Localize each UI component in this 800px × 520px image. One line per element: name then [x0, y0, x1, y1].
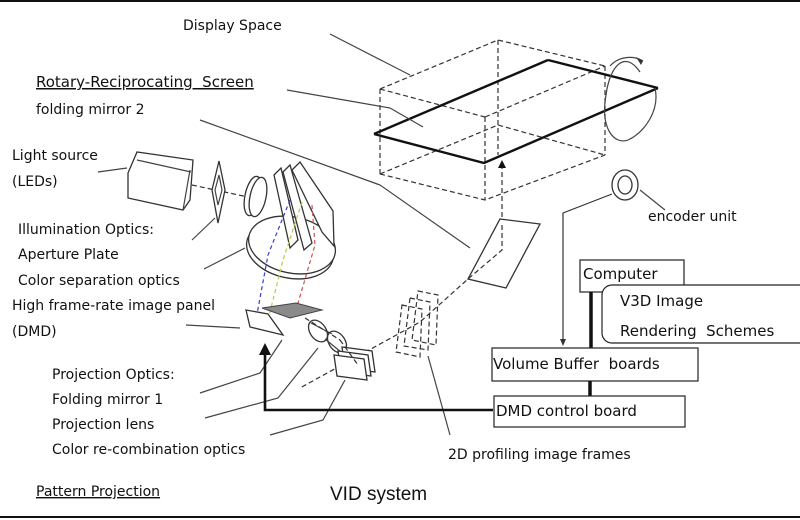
- label-projection-lens: Projection lens: [52, 417, 154, 433]
- label-v3d-image: V3D Image: [620, 292, 703, 310]
- label-computer: Computer: [583, 265, 658, 283]
- leader-dmd: [185, 324, 241, 329]
- encoder-unit-icon: [611, 169, 639, 201]
- label-aperture-plate: Aperture Plate: [18, 247, 119, 263]
- label-volume-buffer: Volume Buffer boards: [493, 355, 660, 373]
- volume-buffer-block: [491, 347, 699, 382]
- encoder-signal-line: [562, 193, 613, 342]
- label-display-space: Display Space: [183, 18, 282, 34]
- light-source-leds: [127, 151, 194, 211]
- dmd-control-signal-line: [263, 352, 493, 412]
- label-color-recombination: Color re-combination optics: [52, 442, 245, 458]
- section-label-pattern-projection: Pattern Projection: [36, 484, 160, 500]
- dichroic-mirrors: [273, 160, 335, 252]
- label-projection-optics: Projection Optics:: [52, 367, 175, 383]
- label-folding-mirror-2: folding mirror 2: [36, 102, 145, 118]
- diagram-title: VID system: [330, 484, 427, 505]
- rendering-schemes-block: [601, 284, 800, 344]
- leader-encoder: [639, 189, 666, 211]
- leader-profiling-frames: [427, 355, 451, 436]
- leader-projection-optics: [199, 339, 283, 394]
- label-encoder-unit: encoder unit: [648, 209, 737, 225]
- projection-beam-path: [299, 225, 503, 389]
- label-leds: (LEDs): [12, 174, 58, 190]
- label-dmd-control: DMD control board: [496, 402, 637, 420]
- dmd-panel: [261, 302, 324, 319]
- folding-mirror-2: [467, 218, 542, 289]
- label-illumination-optics: Illumination Optics:: [18, 222, 154, 238]
- leader-rotary-screen: [389, 107, 424, 128]
- label-dmd: (DMD): [12, 324, 57, 340]
- rotary-reciprocating-screen: [373, 58, 659, 165]
- label-image-panel: High frame-rate image panel: [12, 298, 215, 314]
- beam-arrowhead-icon: [498, 160, 506, 168]
- aperture-plate: [211, 160, 226, 224]
- red-channel-beam: [295, 204, 316, 311]
- leader-display-space: [329, 33, 411, 76]
- blue-channel-beam: [254, 199, 291, 326]
- label-rotary-screen: Rotary-Reciprocating Screen: [36, 73, 254, 91]
- leader-aperture: [191, 217, 216, 241]
- label-color-separation: Color separation optics: [18, 273, 180, 289]
- label-rendering-schemes: Rendering Schemes: [620, 322, 774, 340]
- leader-folding-mirror-1: [204, 347, 319, 419]
- label-light-source: Light source: [12, 148, 98, 164]
- profiling-image-frames: [395, 290, 439, 358]
- display-space-volume: [379, 39, 606, 201]
- leader-folding-mirror-2: [199, 119, 381, 186]
- tir-prism: [245, 309, 285, 337]
- rotation-arrow-icon: [604, 56, 657, 142]
- leader-color-separation: [203, 247, 246, 270]
- leader-projection-lens: [269, 379, 346, 436]
- leader-light-source: [97, 167, 128, 173]
- label-folding-mirror-1: Folding mirror 1: [52, 392, 163, 408]
- label-profiling-frames: 2D profiling image frames: [448, 447, 631, 463]
- color-recombination-optics: [333, 346, 376, 381]
- dmd-control-block: [493, 395, 686, 428]
